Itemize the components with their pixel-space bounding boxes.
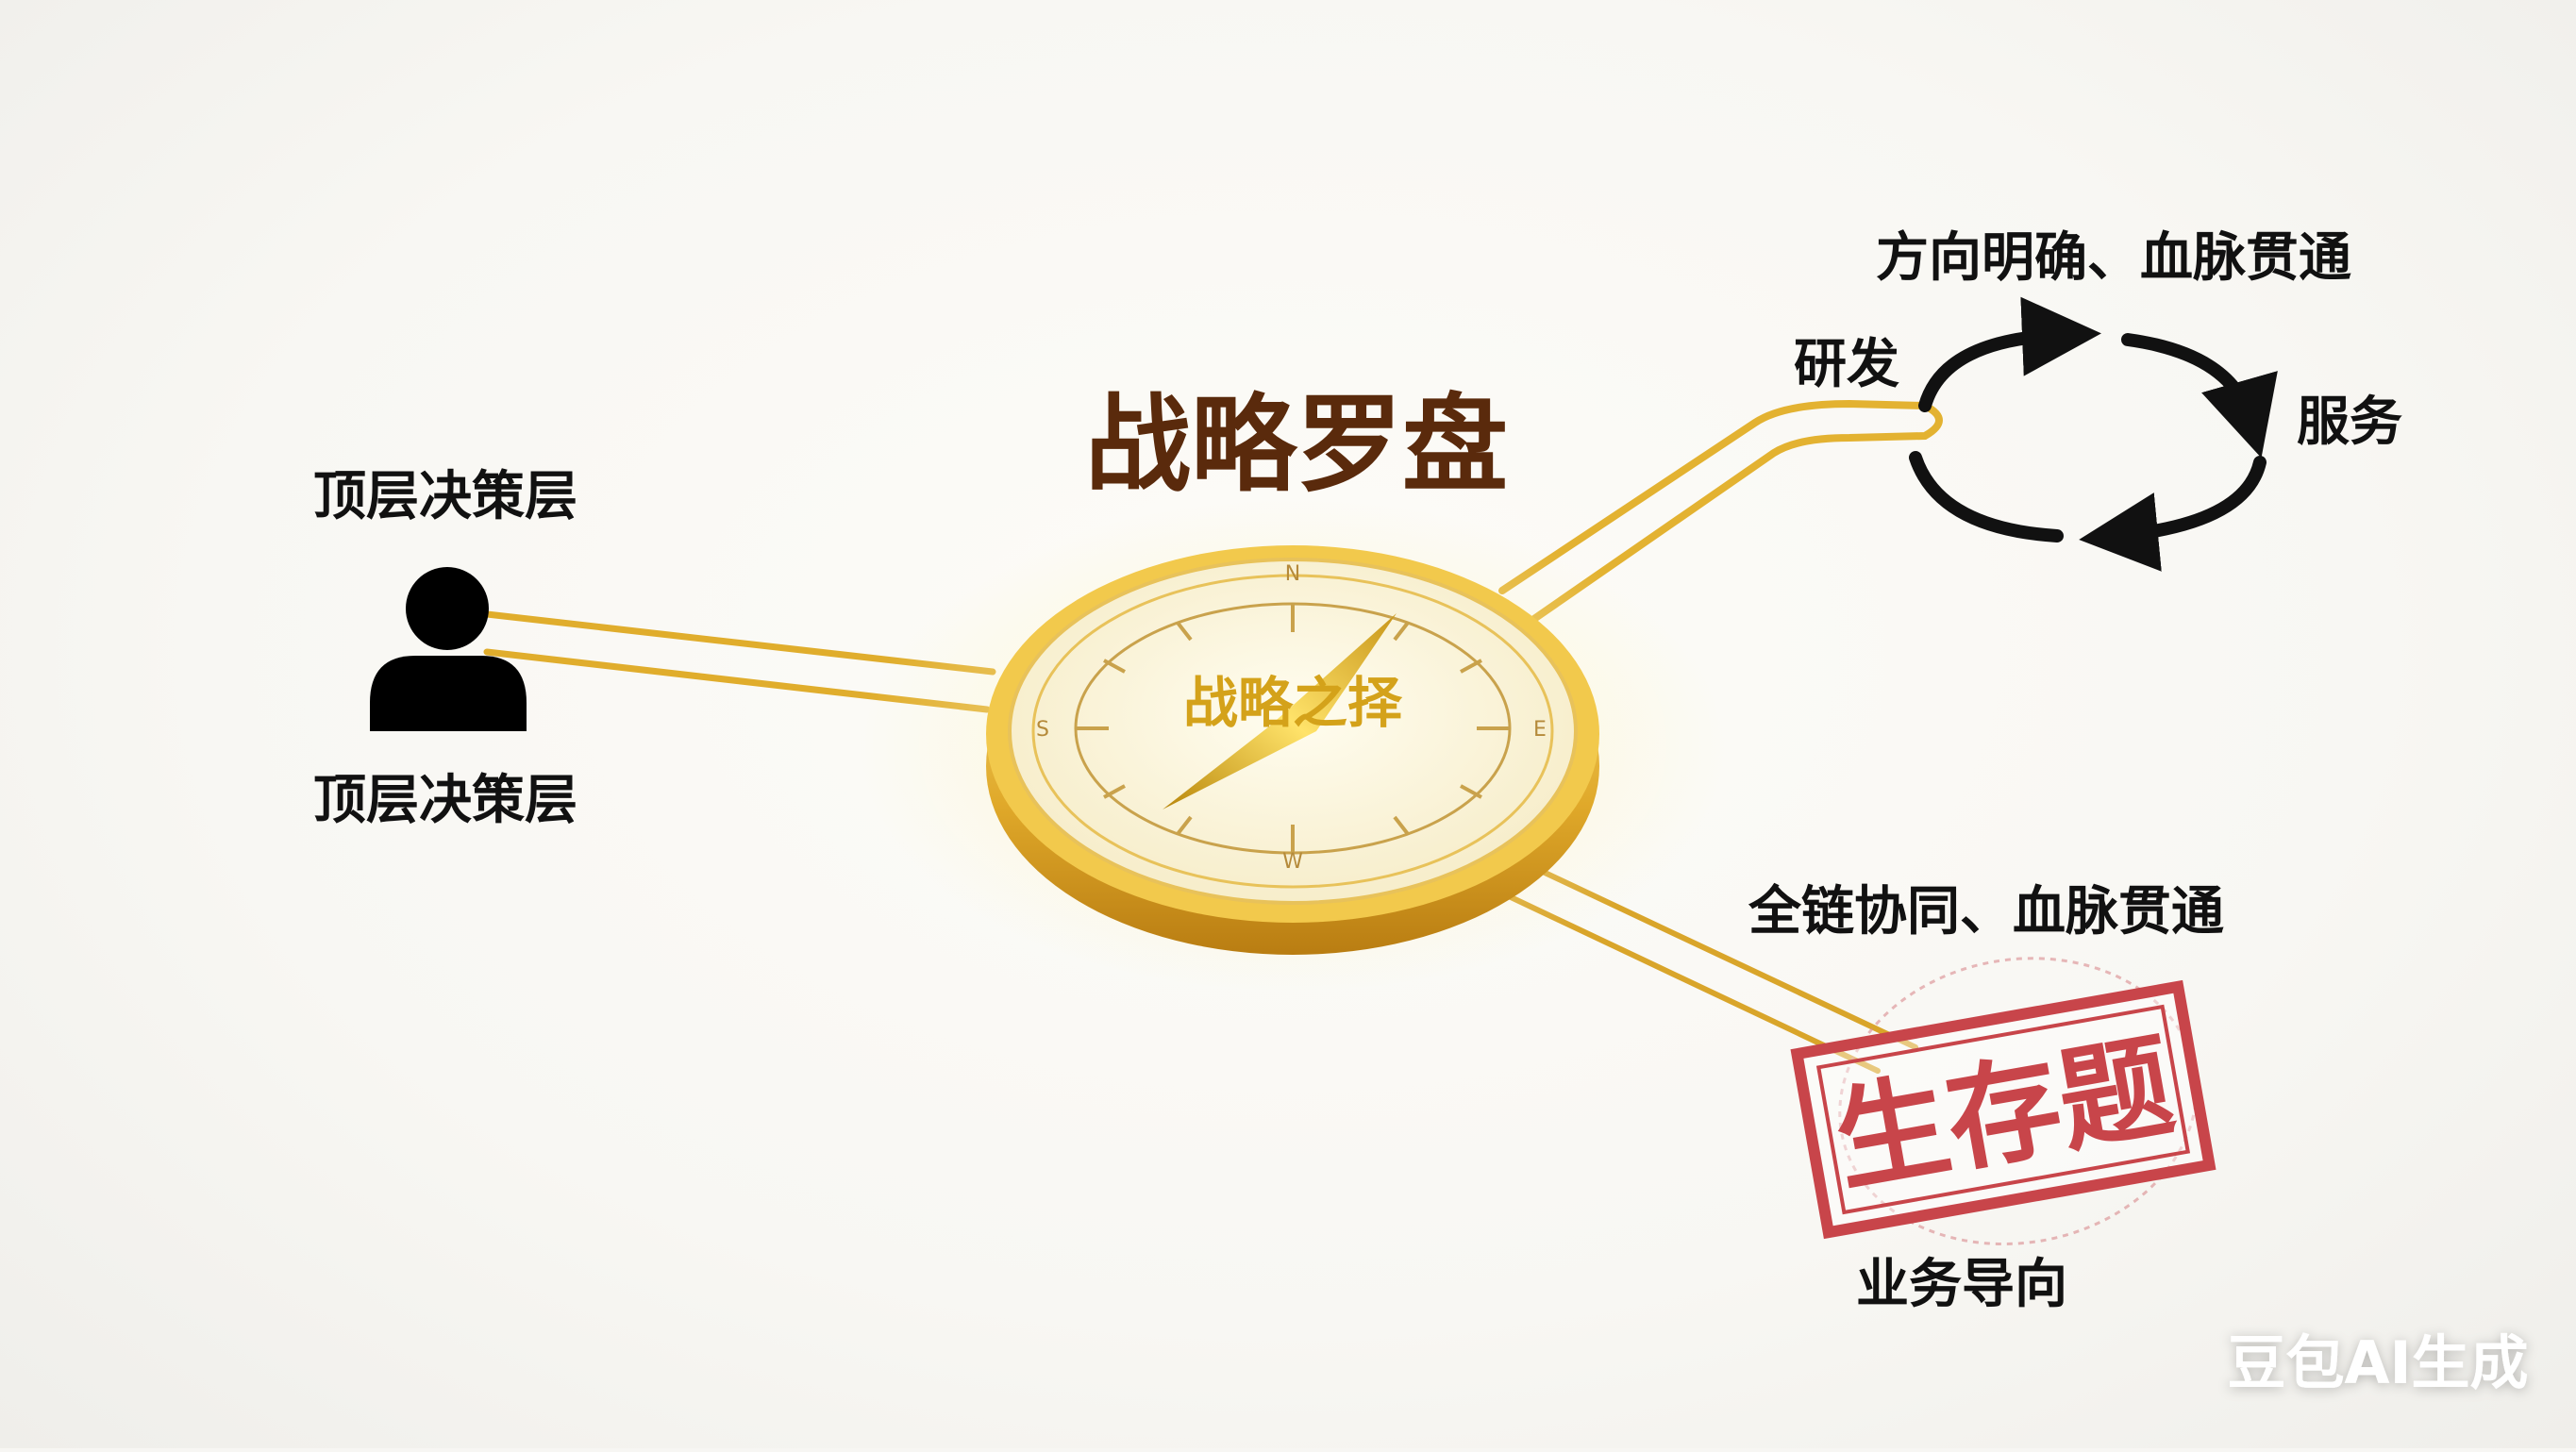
bottom-right-heading: 全链协同、血脉贯通: [1748, 881, 2224, 943]
compass-ticks: [1076, 604, 1510, 853]
left-label-bottom: 顶层决策层: [313, 770, 577, 831]
connector-top-right: [1498, 399, 1943, 626]
survival-stamp: 生存题: [1790, 957, 2216, 1245]
cycle-arrows-icon: [1909, 296, 2278, 572]
ai-watermark: 豆包AI生成: [2227, 1328, 2528, 1397]
compass-dir-n: N: [1285, 562, 1300, 586]
compass-dir-w: W: [1282, 850, 1303, 874]
diagram-title: 战略罗盘: [1085, 384, 1508, 507]
compass-dir-e: E: [1533, 718, 1547, 742]
top-right-heading: 方向明确、血脉贯通: [1876, 227, 2351, 289]
cycle-label-rnd: 研发: [1794, 334, 1899, 395]
left-label-top: 顶层决策层: [313, 466, 577, 527]
compass: N W S E 战略之择: [859, 500, 1727, 991]
bottom-right-caption: 业务导向: [1856, 1254, 2067, 1315]
compass-face-text: 战略之择: [1183, 671, 1403, 735]
compass-dir-s: S: [1036, 718, 1049, 742]
cycle-label-service: 服务: [2297, 392, 2402, 453]
person-icon: [370, 567, 527, 731]
